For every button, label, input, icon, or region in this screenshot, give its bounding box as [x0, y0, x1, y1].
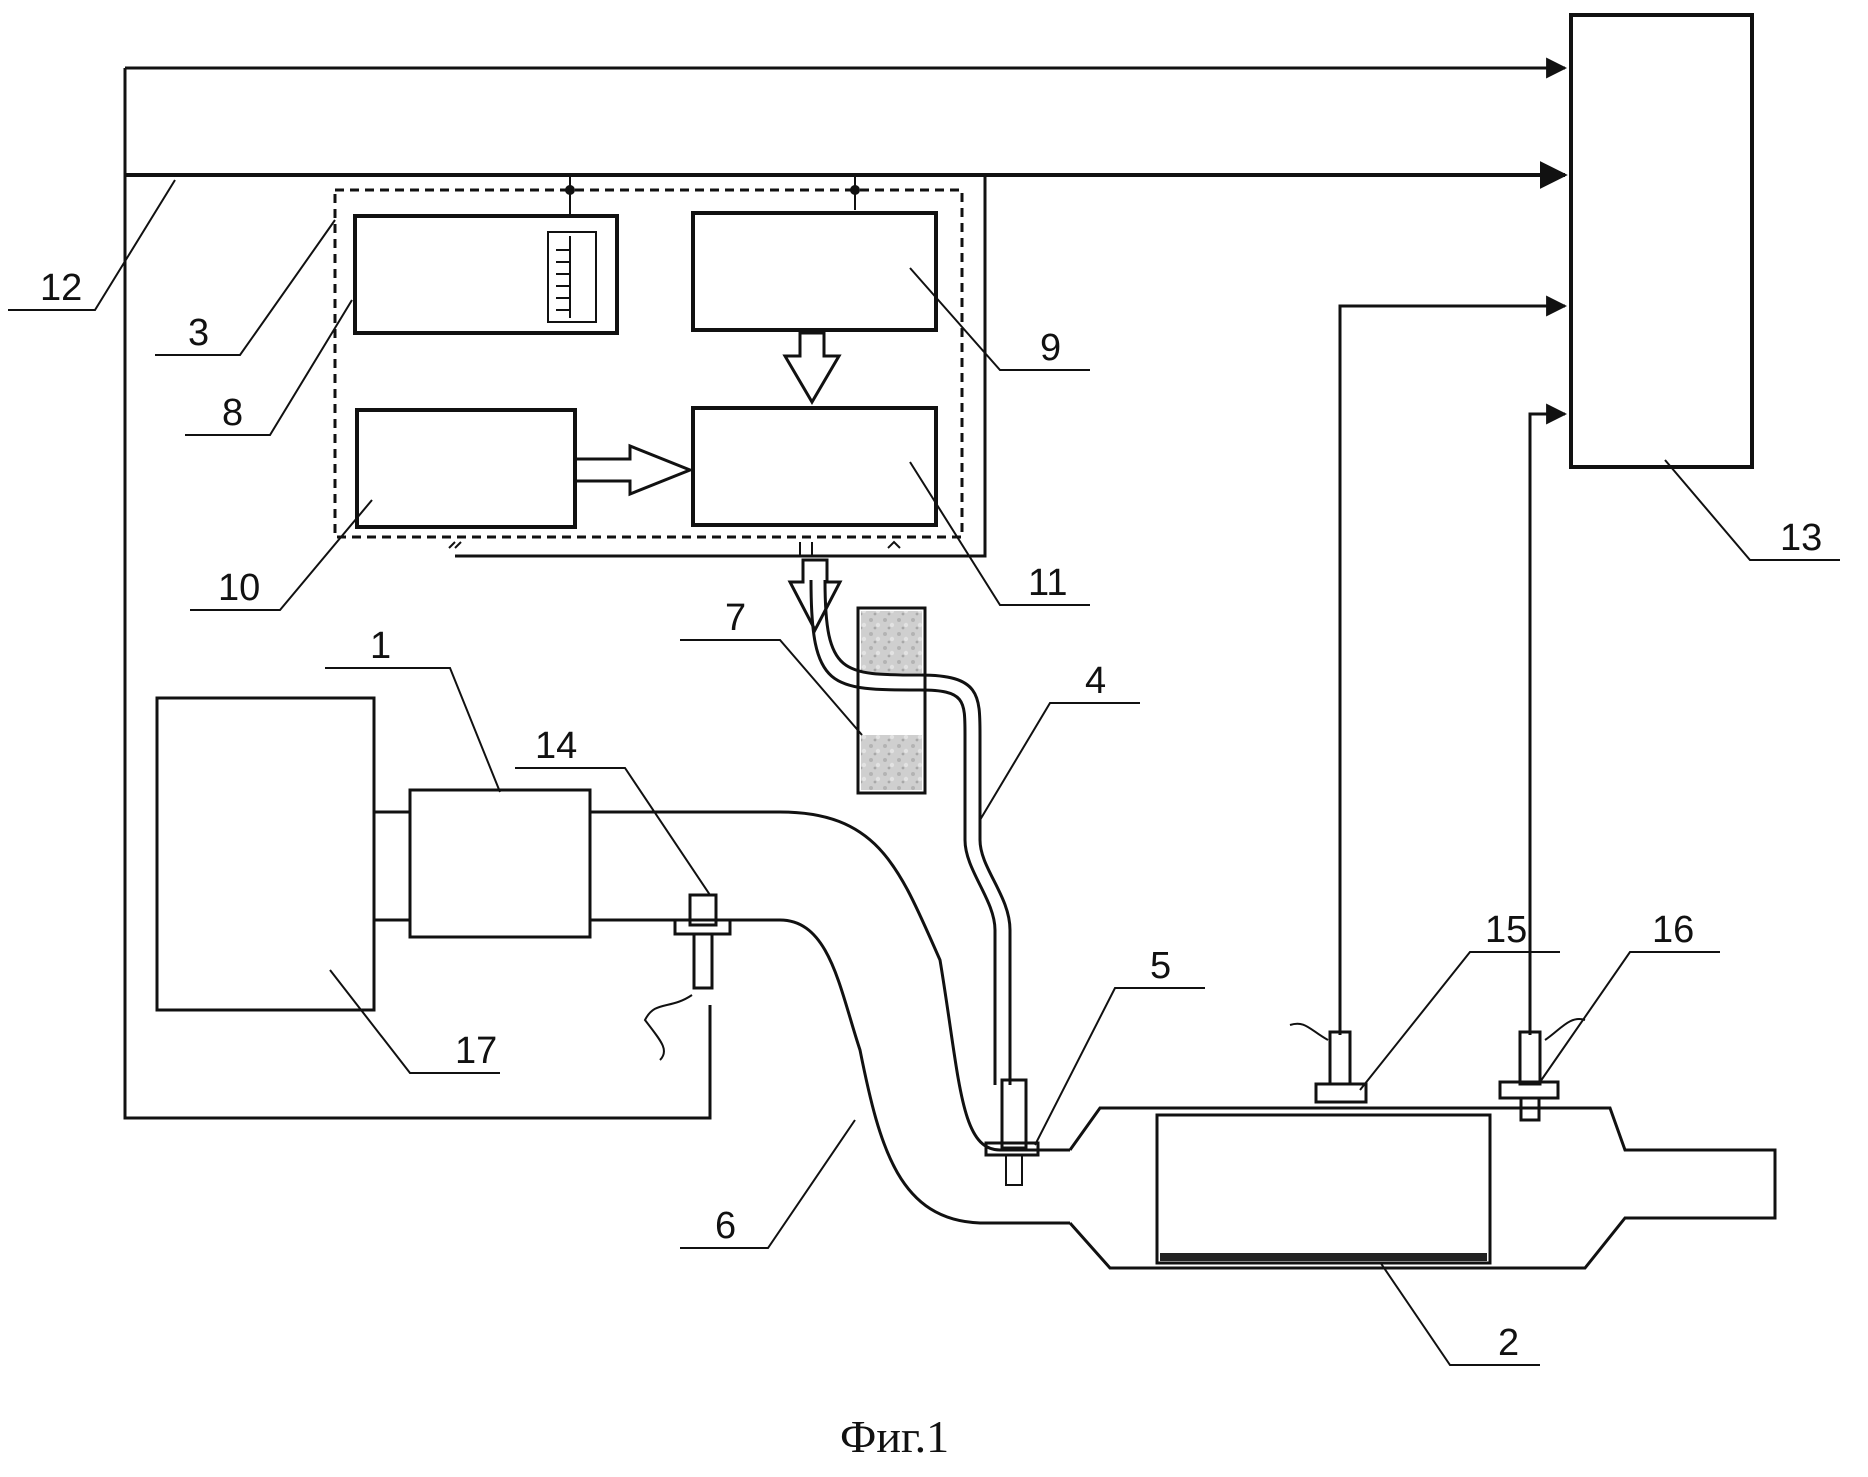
arrow-3-to-hose — [787, 558, 843, 634]
label-11: 11 — [1028, 562, 1067, 604]
block-11 — [691, 406, 938, 527]
figure-caption: Фиг.1 — [840, 1411, 949, 1462]
label-1: 1 — [370, 625, 391, 667]
label-9: 9 — [1040, 327, 1061, 369]
control-unit-3 — [125, 173, 987, 558]
muffler-body — [1068, 1106, 1777, 1270]
label-5: 5 — [1150, 945, 1171, 987]
label-3: 3 — [188, 312, 209, 354]
label-7: 7 — [725, 597, 746, 639]
label-15: 15 — [1485, 909, 1527, 951]
sensor-16 — [1498, 1018, 1586, 1122]
reference-numbers: 12 3 8 10 9 11 13 1 14 7 4 5 15 16 6 2 1… — [40, 267, 1822, 1364]
sensor-14 — [643, 893, 732, 1061]
block-9 — [691, 211, 938, 332]
reservoir-7 — [856, 606, 927, 795]
label-14: 14 — [535, 725, 577, 767]
arrow-10-to-11 — [573, 443, 695, 497]
label-13: 13 — [1780, 517, 1822, 559]
engine-17 — [155, 696, 376, 1012]
label-2: 2 — [1498, 1322, 1519, 1364]
catalyst-2 — [1155, 1113, 1492, 1265]
label-10: 10 — [218, 567, 260, 609]
arrow-9-to-11 — [782, 331, 842, 405]
turbocharger-1 — [374, 788, 592, 939]
label-8: 8 — [222, 392, 243, 434]
injector-5 — [984, 1078, 1040, 1186]
label-4: 4 — [1085, 660, 1106, 702]
label-12: 12 — [40, 267, 82, 309]
hose-4 — [809, 579, 1012, 1085]
label-16: 16 — [1652, 909, 1694, 951]
leader-lines — [8, 179, 1840, 1366]
block-8 — [353, 214, 619, 335]
block-10 — [355, 408, 577, 529]
scale-indicator-icon — [547, 231, 597, 323]
sensor-15 — [1289, 1022, 1368, 1104]
label-6: 6 — [715, 1205, 736, 1247]
block-13 — [1569, 13, 1754, 469]
exhaust-pipe-6 — [590, 810, 1070, 1225]
label-17: 17 — [455, 1030, 497, 1072]
